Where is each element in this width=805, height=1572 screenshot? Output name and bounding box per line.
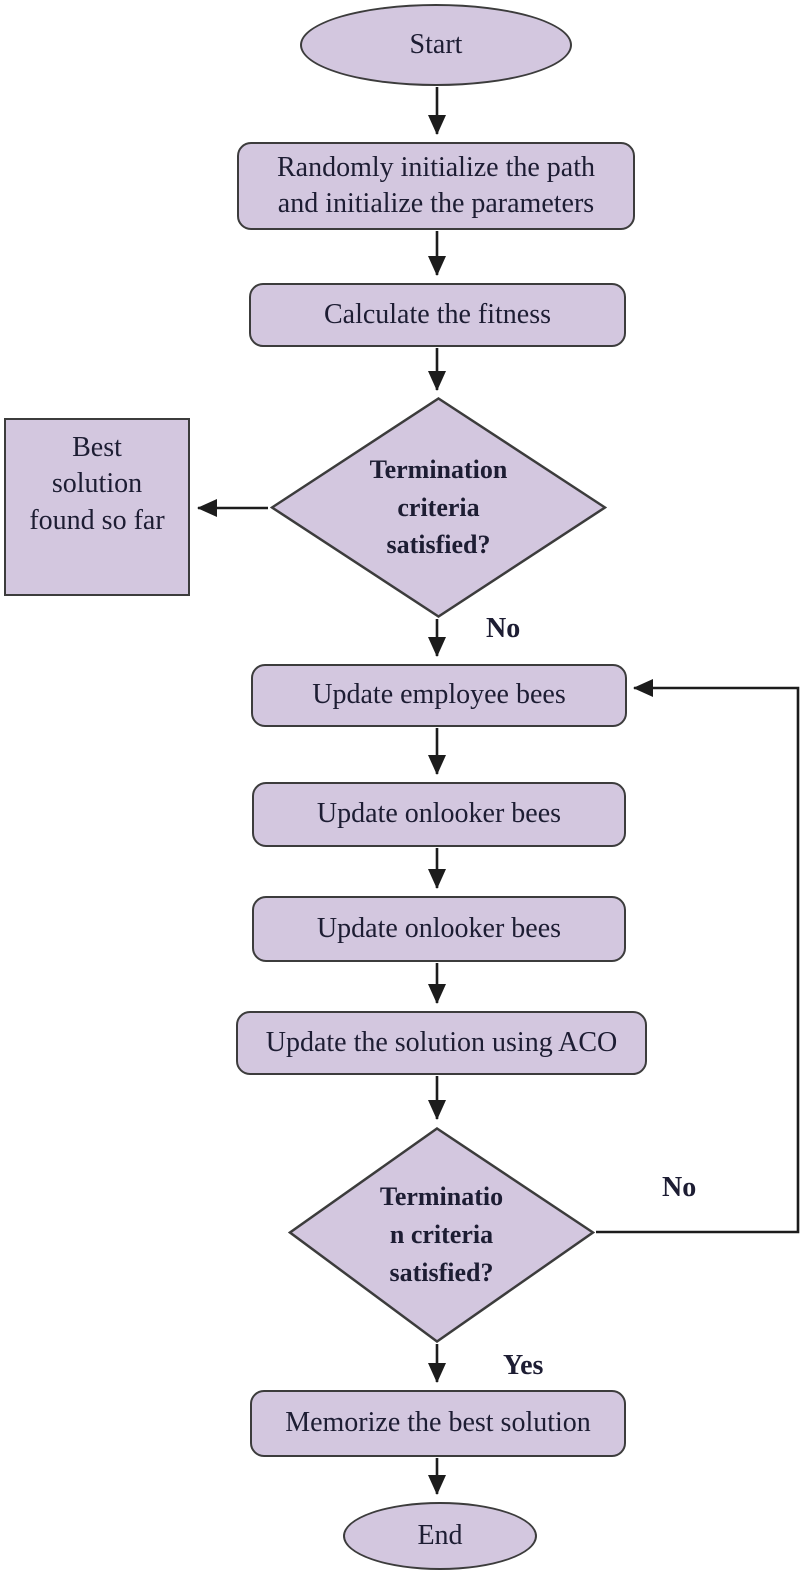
node-update-onlooker-bees-2: Update onlooker bees <box>252 896 626 962</box>
node-best-solution: Best solution found so far <box>4 418 190 596</box>
node-decision-termination-1-label: Termination criteria satisfied? <box>369 454 508 560</box>
node-memorize-best-solution-label: Memorize the best solution <box>285 1407 591 1439</box>
node-initialize-label: Randomly initialize the path and initial… <box>276 151 596 219</box>
node-update-employee-bees: Update employee bees <box>251 664 627 727</box>
node-start: Start <box>300 4 572 86</box>
node-calculate-fitness-label: Calculate the fitness <box>323 298 552 330</box>
diamond-shape <box>288 1127 595 1343</box>
node-start-label: Start <box>409 28 463 60</box>
node-memorize-best-solution: Memorize the best solution <box>250 1390 626 1457</box>
node-update-solution-aco: Update the solution using ACO <box>236 1011 647 1075</box>
node-best-solution-label: Best solution found so far <box>29 432 165 536</box>
node-end: End <box>343 1502 537 1570</box>
node-update-employee-bees-label: Update employee bees <box>312 679 566 711</box>
edge-label-yes: Yes <box>503 1350 544 1381</box>
node-initialize: Randomly initialize the path and initial… <box>237 142 635 230</box>
diamond-shape <box>270 397 607 618</box>
node-decision-termination-2: Terminatio n criteria satisfied? <box>288 1127 595 1343</box>
node-calculate-fitness: Calculate the fitness <box>249 283 626 347</box>
node-update-onlooker-bees-1: Update onlooker bees <box>252 782 626 847</box>
node-update-solution-aco-label: Update the solution using ACO <box>265 1026 618 1058</box>
arrow-decision2-loop-to-employee-no <box>596 679 800 1234</box>
node-decision-termination-1: Termination criteria satisfied? <box>270 397 607 618</box>
node-update-onlooker-bees-1-label: Update onlooker bees <box>316 798 562 830</box>
node-update-onlooker-bees-2-label: Update onlooker bees <box>316 912 562 944</box>
node-end-label: End <box>417 1519 463 1551</box>
edge-label-no-loop: No <box>662 1172 697 1203</box>
node-decision-termination-2-label: Terminatio n criteria satisfied? <box>379 1182 504 1287</box>
edge-label-no-1: No <box>486 613 521 644</box>
